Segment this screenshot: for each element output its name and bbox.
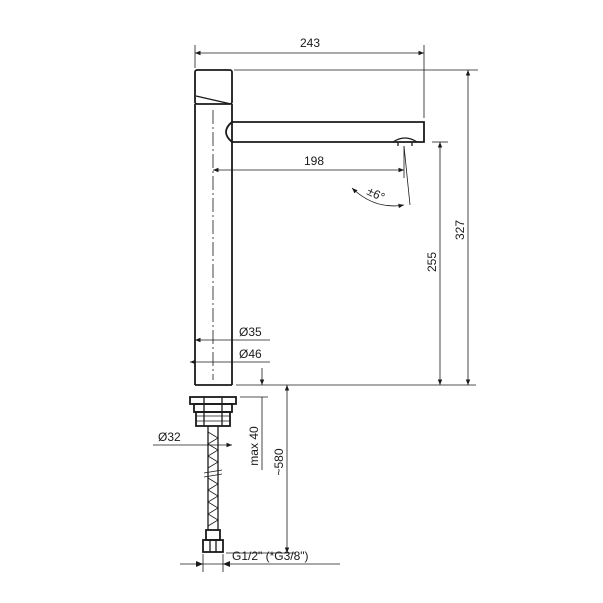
max-deck-label: max 40 <box>247 426 261 466</box>
dim-spout-reach: 198 <box>213 146 405 178</box>
spout <box>225 121 425 146</box>
swivel-angle-label: ±6° <box>365 184 387 204</box>
handle-cap <box>194 69 233 105</box>
braided-hose <box>202 426 224 553</box>
dim-overall-height: 327 <box>234 69 478 385</box>
dim-swivel-angle: ±6° <box>351 145 411 209</box>
dim-hose-length: ~580 <box>226 385 296 554</box>
dim-body-diameter: Ø35 <box>195 325 270 343</box>
faucet-body <box>194 69 233 386</box>
dim-base-diameter: Ø46 <box>190 347 270 365</box>
overall-height-label: 327 <box>453 220 467 240</box>
base-diameter-label: Ø46 <box>239 347 262 361</box>
connection-label: G1/2" (*G3/8") <box>232 549 309 563</box>
spout-reach-label: 198 <box>304 154 324 168</box>
hose-length-label: ~580 <box>272 448 286 475</box>
dim-shank-diameter: Ø32 <box>153 430 232 448</box>
dim-overall-width: 243 <box>194 36 425 118</box>
overall-width-label: 243 <box>300 36 320 50</box>
dim-max-deck: max 40 <box>240 368 268 470</box>
dim-connection: G1/2" (*G3/8") <box>180 549 340 572</box>
fixing-shank <box>189 396 237 427</box>
dim-spout-height: 255 <box>425 141 448 385</box>
shank-diameter-label: Ø32 <box>158 430 181 444</box>
body-diameter-label: Ø35 <box>239 325 262 339</box>
spout-height-label: 255 <box>425 252 439 272</box>
